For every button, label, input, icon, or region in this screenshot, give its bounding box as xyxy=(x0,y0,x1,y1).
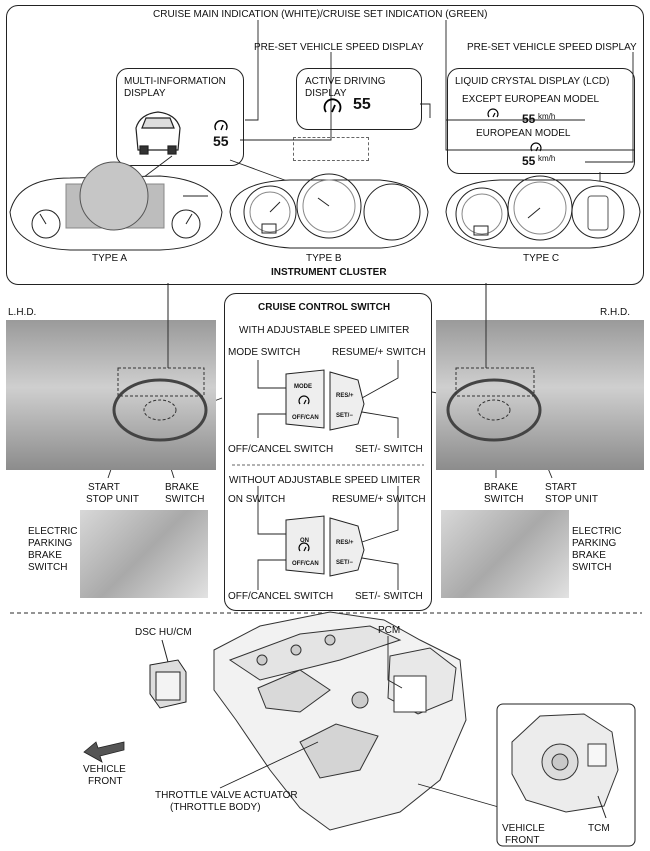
vehicle-front-arrow xyxy=(83,741,125,763)
off-can-button-legend-1: OFF/CAN xyxy=(292,415,319,421)
lcd-unit-1: km/h xyxy=(538,112,556,121)
cluster-type-b xyxy=(229,173,429,249)
rhd-start-stop-label-2: STOP UNIT xyxy=(545,494,598,505)
lcd-callout xyxy=(447,68,635,174)
cruise-indication-label: CRUISE MAIN INDICATION (WHITE)/CRUISE SE… xyxy=(153,9,488,20)
preset-speed-label-right: PRE-SET VEHICLE SPEED DISPLAY xyxy=(467,42,637,53)
lhd-epb-label-2: PARKING xyxy=(28,538,73,549)
type-c-label: TYPE C xyxy=(523,253,560,264)
lcd-title: LIQUID CRYSTAL DISPLAY (LCD) xyxy=(455,76,610,87)
type-b-label: TYPE B xyxy=(306,253,342,264)
lhd-start-stop-label-2: STOP UNIT xyxy=(86,494,139,505)
lhd-cockpit-photo xyxy=(6,320,216,470)
lhd-brake-label-2: SWITCH xyxy=(165,494,205,505)
inset-vehicle-front-label-2: FRONT xyxy=(505,835,540,846)
rhd-epb-label-3: BRAKE xyxy=(572,550,606,561)
lhd-epb-label-3: BRAKE xyxy=(28,550,62,561)
preset-speed-label-left: PRE-SET VEHICLE SPEED DISPLAY xyxy=(254,42,424,53)
active-driving-display-callout xyxy=(296,68,422,130)
cluster-type-c xyxy=(445,175,641,249)
lcd-unit-2: km/h xyxy=(538,154,556,163)
mode-button-legend: MODE xyxy=(294,384,312,390)
off-cancel-label-1: OFF/CANCEL SWITCH xyxy=(228,444,334,455)
resume-switch-label-2: RESUME/+ SWITCH xyxy=(332,494,426,505)
tcm-label: TCM xyxy=(588,823,610,834)
rhd-parking-brake-photo xyxy=(441,510,569,598)
vehicle-front-label-2: FRONT xyxy=(88,776,123,787)
resume-switch-label-1: RESUME/+ SWITCH xyxy=(332,347,426,358)
rhd-epb-label-2: PARKING xyxy=(572,538,617,549)
lhd-epb-label-4: SWITCH xyxy=(28,562,68,573)
lcd-speed-2: 55 xyxy=(522,154,536,168)
instrument-cluster-title: INSTRUMENT CLUSTER xyxy=(271,267,387,278)
without-limiter-heading: WITHOUT ADJUSTABLE SPEED LIMITER xyxy=(229,475,421,486)
lhd-label: L.H.D. xyxy=(8,307,37,318)
type-a-label: TYPE A xyxy=(92,253,128,264)
vehicle-icon xyxy=(135,111,181,155)
rhd-label: R.H.D. xyxy=(600,307,630,318)
rhd-epb-label-1: ELECTRIC xyxy=(572,526,622,537)
rhd-cockpit-photo xyxy=(436,320,644,470)
throttle-label-2: (THROTTLE BODY) xyxy=(170,802,261,813)
multi-information-display-callout xyxy=(116,68,244,166)
lhd-start-stop-label-1: START xyxy=(88,482,120,493)
dsc-hu-cm-unit xyxy=(149,639,187,709)
rhd-epb-label-4: SWITCH xyxy=(572,562,612,573)
lcd-speed-1: 55 xyxy=(522,112,536,126)
add-title-line1: ACTIVE DRIVING xyxy=(305,76,386,87)
lcd-except-european: EXCEPT EUROPEAN MODEL xyxy=(462,94,600,105)
cruise-icon-switch xyxy=(298,395,310,552)
with-limiter-heading: WITH ADJUSTABLE SPEED LIMITER xyxy=(239,325,410,336)
engine-illustration xyxy=(213,611,467,831)
res-button-legend-1: RES/+ xyxy=(336,393,354,399)
rhd-brake-label-1: BRAKE xyxy=(484,482,518,493)
switch-panel-title: CRUISE CONTROL SWITCH xyxy=(258,302,391,313)
mid-title-line2: DISPLAY xyxy=(124,88,166,99)
set-switch-label-2: SET/- SWITCH xyxy=(355,591,423,602)
res-button-legend-2: RES/+ xyxy=(336,540,354,546)
vehicle-front-label-1: VEHICLE xyxy=(83,764,126,775)
on-switch-label: ON SWITCH xyxy=(228,494,286,505)
set-button-legend-2: SET/− xyxy=(336,560,353,566)
switch-with-limiter xyxy=(285,369,365,431)
on-button-legend: ON xyxy=(300,538,309,544)
off-cancel-label-2: OFF/CANCEL SWITCH xyxy=(228,591,334,602)
off-can-button-legend-2: OFF/CAN xyxy=(292,561,319,567)
rhd-start-stop-label-1: START xyxy=(545,482,577,493)
cruise-control-switch-panel xyxy=(224,293,432,611)
throttle-label-1: THROTTLE VALVE ACTUATOR xyxy=(155,790,298,801)
cruise-icon-lcd2 xyxy=(530,142,542,152)
cruise-icon-mid xyxy=(214,120,228,131)
lcd-european: EUROPEAN MODEL xyxy=(476,128,571,139)
add-title-line2: DISPLAY xyxy=(305,88,347,99)
lhd-epb-label-1: ELECTRIC xyxy=(28,526,78,537)
lhd-brake-label-1: BRAKE xyxy=(165,482,199,493)
dsc-label: DSC HU/CM xyxy=(135,627,192,638)
lhd-parking-brake-photo xyxy=(80,510,208,598)
mid-title-line1: MULTI-INFORMATION xyxy=(124,76,226,87)
switch-without-limiter xyxy=(285,515,365,577)
set-switch-label-1: SET/- SWITCH xyxy=(355,444,423,455)
mid-speed-value: 55 xyxy=(213,133,229,149)
inset-vehicle-front-label-1: VEHICLE xyxy=(502,823,545,834)
add-speed-value: 55 xyxy=(353,96,371,113)
cruise-icon-add xyxy=(323,98,342,113)
pcm-label: PCM xyxy=(378,625,401,636)
rhd-brake-label-2: SWITCH xyxy=(484,494,524,505)
cruise-icon-lcd1 xyxy=(487,108,499,118)
cluster-type-a xyxy=(9,161,223,251)
set-button-legend-1: SET/− xyxy=(336,413,353,419)
mode-switch-label: MODE SWITCH xyxy=(228,347,301,358)
transmission-illustration xyxy=(511,713,619,819)
